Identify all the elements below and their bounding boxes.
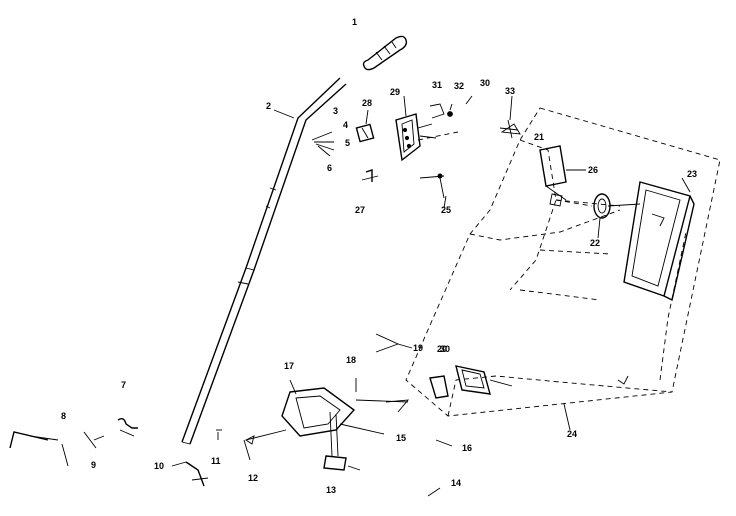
callout-29: 29 [390, 87, 401, 97]
callout-14: 14 [451, 478, 462, 488]
motor-bracket [623, 181, 695, 302]
callout-16: 16 [462, 443, 473, 453]
callout-8: 8 [61, 411, 67, 421]
callout-7: 7 [121, 380, 127, 390]
callout-9: 9 [91, 460, 97, 470]
callout-4: 4 [343, 120, 349, 130]
callout-31: 31 [432, 80, 443, 90]
switch-housing [395, 113, 437, 162]
loose-fasteners [427, 439, 453, 497]
callout-30-upper: 30 [480, 78, 491, 88]
callout-28: 28 [362, 98, 373, 108]
handle-tube [181, 77, 347, 445]
callout-33: 33 [505, 86, 516, 96]
callout-23: 23 [687, 169, 698, 179]
callout-22: 22 [590, 238, 601, 248]
callout-12: 12 [248, 473, 259, 483]
wheel-pad [429, 365, 513, 399]
callout-18: 18 [346, 355, 357, 365]
handle-grip [362, 35, 408, 71]
switch-hardware [417, 95, 473, 141]
pin-part [419, 173, 445, 199]
callout-3: 3 [333, 106, 339, 116]
lower-left-hardware [9, 417, 138, 467]
callout-6: 6 [327, 163, 333, 173]
callout-1: 1 [352, 17, 358, 27]
tube-fasteners [311, 131, 335, 157]
callout-19: 19 [413, 343, 424, 353]
shaft-assembly [539, 145, 593, 207]
callout-26: 26 [588, 165, 599, 175]
pulley-bushing [593, 193, 641, 219]
callout-24: 24 [567, 429, 578, 439]
callout-32: 32 [454, 81, 465, 91]
callout-10: 10 [154, 461, 165, 471]
callout-2: 2 [266, 101, 272, 111]
callout-20: 20 [437, 344, 448, 354]
callout-27: 27 [355, 205, 366, 215]
leader-lines [171, 95, 691, 467]
lower-fittings [185, 429, 251, 487]
callout-15: 15 [396, 433, 407, 443]
callout-17: 17 [284, 361, 295, 371]
callout-21: 21 [534, 132, 545, 142]
callout-25: 25 [441, 205, 452, 215]
linkage-arrow [355, 333, 413, 413]
cross-bracket [499, 119, 521, 139]
main-base [405, 107, 721, 417]
callout-30-lower: 30 [440, 344, 451, 354]
clip-part [355, 123, 375, 143]
hook-part [361, 169, 379, 182]
callout-11: 11 [211, 456, 221, 466]
callout-13: 13 [326, 485, 337, 495]
callout-5: 5 [345, 138, 351, 148]
lower-bracket [245, 378, 385, 471]
